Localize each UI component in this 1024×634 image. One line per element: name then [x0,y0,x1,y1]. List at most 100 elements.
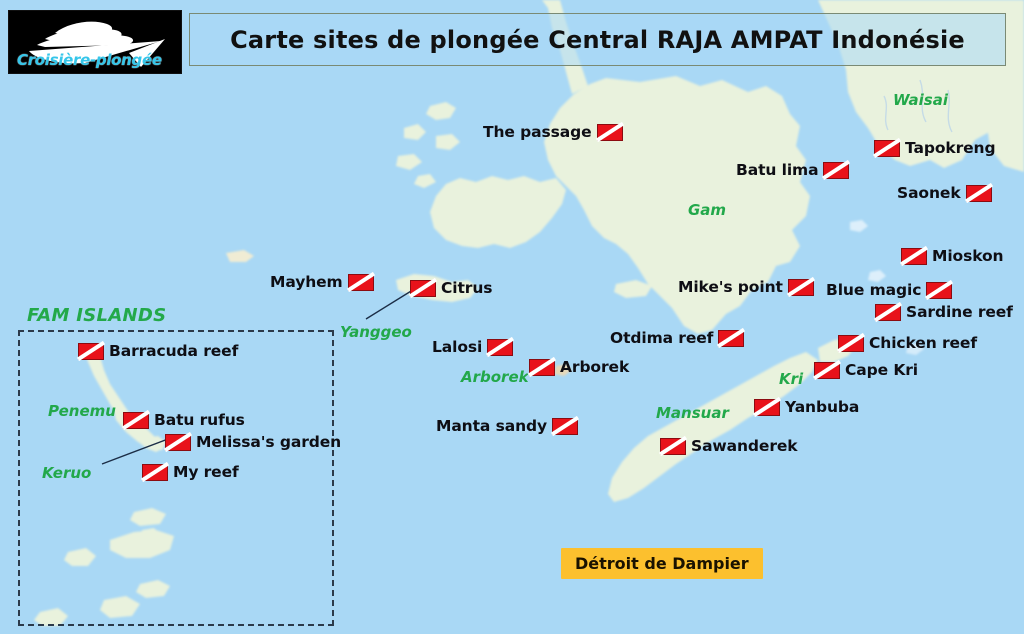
dive-site-cape-kri[interactable]: Cape Kri [814,361,918,379]
dive-site-blue-magic[interactable]: Blue magic [826,281,953,299]
dive-site-barracuda-reef[interactable]: Barracuda reef [78,342,238,360]
dive-site-lalosi[interactable]: Lalosi [432,338,514,356]
islet-open-2 [850,220,868,232]
dive-flag-icon [165,433,191,451]
dive-site-label: Mayhem [270,273,343,291]
dive-site-label: Yanbuba [785,398,860,416]
dive-flag-icon [596,123,623,141]
dive-site-label: Chicken reef [869,334,977,352]
penemu-island [84,348,164,452]
islet-open-3 [868,270,886,282]
dive-flag-icon [142,463,168,481]
islet-nw-5 [414,174,436,188]
dive-site-yanbuba[interactable]: Yanbuba [754,398,859,416]
dive-flag-icon [660,437,686,455]
dive-site-label: Sardine reef [906,303,1013,321]
brand-logo[interactable]: Croisière-plongée [8,10,182,74]
dive-site-sardine-reef[interactable]: Sardine reef [875,303,1013,321]
map-title: Carte sites de plongée Central RAJA AMPA… [230,25,965,54]
dive-site-sawanderek[interactable]: Sawanderek [660,437,798,455]
dive-flag-icon [487,338,514,356]
dive-site-label: Citrus [441,279,493,297]
dive-site-label: Lalosi [432,338,483,356]
map-title-banner: Carte sites de plongée Central RAJA AMPA… [189,13,1006,66]
dive-flag-icon [718,329,745,347]
dive-flag-icon [78,342,104,360]
mansuar-island [608,352,818,502]
dive-site-manta-sandy[interactable]: Manta sandy [436,417,579,435]
dive-site-label: Cape Kri [845,361,919,379]
fam-islet-1 [110,530,174,558]
island-label-mansuar: Mansuar [656,404,729,422]
dive-site-label: Otdima reef [610,329,714,347]
dive-flag-icon [965,184,992,202]
dive-site-mikes-point[interactable]: Mike's point [678,278,814,296]
gam-west-arm [430,176,566,248]
fam-islet-2 [130,508,166,526]
dive-site-label: Manta sandy [436,417,548,435]
dive-site-label: Batu rufus [154,411,245,429]
dive-site-mayhem[interactable]: Mayhem [270,273,374,291]
waigeo-east-lobe [986,112,1024,172]
islet-nw-2 [404,124,426,140]
dive-site-label: Batu lima [736,161,819,179]
dive-flag-icon [875,303,901,321]
island-label-gam: Gam [688,201,727,219]
dive-site-label: Sawanderek [691,437,798,455]
dive-flag-icon [529,358,555,376]
dive-flag-icon [814,361,840,379]
dive-site-label: Blue magic [826,281,922,299]
dive-flag-icon [838,334,864,352]
fam-islet-4 [136,580,170,598]
gam-island [544,76,810,334]
yacht-icon [29,21,165,67]
dive-site-label: Barracuda reef [109,342,239,360]
dive-flag-icon [347,273,374,291]
islet-open-4 [554,364,572,376]
islet-open-5 [906,343,924,355]
dive-flag-icon [552,417,579,435]
island-label-waisai: Waisai [893,91,948,109]
dive-flag-icon [823,161,850,179]
dive-flag-icon [123,411,149,429]
island-label-penemu: Penemu [48,402,116,420]
islet-nw-3 [436,134,460,150]
dive-flag-icon [754,398,780,416]
islet-open-1 [226,250,254,262]
dive-flag-icon [901,247,927,265]
dive-site-batu-rufus[interactable]: Batu rufus [123,411,245,429]
dive-site-mioskon[interactable]: Mioskon [901,247,1004,265]
dive-site-saonek[interactable]: Saonek [897,184,992,202]
islet-nw-4 [396,154,422,170]
island-label-kri: Kri [779,370,804,388]
island-label-yanggeo: Yanggeo [340,323,412,341]
fam-islands-boundary-box [18,330,334,626]
dive-site-the-passage[interactable]: The passage [483,123,623,141]
fam-islet-6 [34,608,68,626]
islet-nw-1 [426,102,456,120]
dive-site-tapokreng[interactable]: Tapokreng [874,139,996,157]
brand-name: Croisière-plongée [17,51,162,69]
detroit-de-dampier-banner: Détroit de Dampier [561,548,763,579]
dive-site-label: Mike's point [678,278,783,296]
dive-site-label: Melissa's garden [196,433,342,451]
dive-site-label: Arborek [560,358,630,376]
dive-site-label: The passage [483,123,592,141]
fam-islands-label: FAM ISLANDS [27,305,167,326]
dive-site-chicken-reef[interactable]: Chicken reef [838,334,977,352]
dive-site-arborek-site[interactable]: Arborek [529,358,629,376]
island-label-arborek-island: Arborek [461,368,529,386]
dive-site-citrus[interactable]: Citrus [410,279,493,297]
dive-flag-icon [926,281,953,299]
dive-flag-icon [410,279,436,297]
dive-flag-icon [787,278,814,296]
islet-east-yanggeo [614,280,652,298]
dive-site-batu-lima[interactable]: Batu lima [736,161,850,179]
dive-site-otdima-reef[interactable]: Otdima reef [610,329,745,347]
dive-site-melissas-garden[interactable]: Melissa's garden [165,433,341,451]
fam-islet-7 [142,528,160,540]
dive-site-my-reef[interactable]: My reef [142,463,239,481]
